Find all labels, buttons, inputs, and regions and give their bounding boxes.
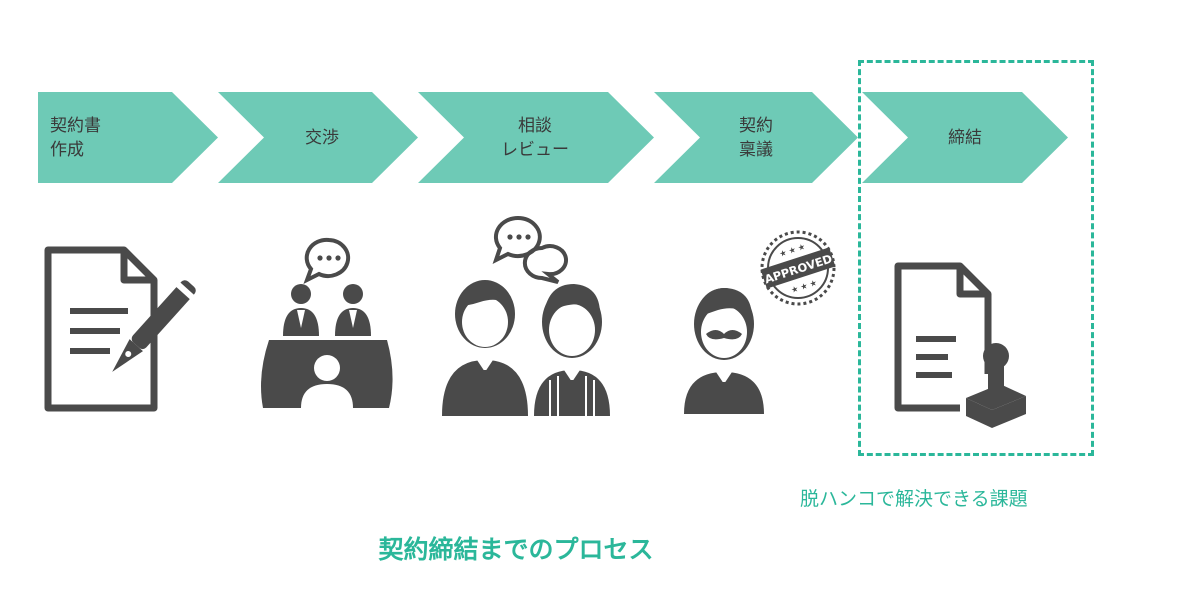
flow-step-4-label-line-2: 稟議 [739,139,773,160]
document-seal-stamp-icon [894,262,1026,428]
flow-step-5-arrow [862,92,1068,183]
flow-step-2-label-line-1: 交渉 [305,127,339,148]
flow-step-4-label: 契約 稟議 [716,92,796,183]
flow-step-2-label: 交渉 [282,92,362,183]
flow-step-1-label: 契約書 作成 [50,92,101,183]
flow-step-5-label: 締結 [925,92,1005,183]
flow-step-3-arrow [418,92,654,183]
flow-step-3-label-line-1: 相談 [518,115,552,136]
negotiation-table-icon [261,237,393,408]
flow-step-4-label-line-1: 契約 [739,115,773,136]
stamp-free-caption: 脱ハンコで解決できる課題 [800,488,1028,510]
approved-stamp: APPROVED ★ ★ ★ ★ ★ ★ [760,230,836,306]
consultation-people-icon [442,215,610,416]
flow-step-4-arrow [654,92,858,183]
approver-approved-stamp-icon: APPROVED ★ ★ ★ ★ ★ ★ [684,230,836,414]
flow-step-5-label-line-1: 締結 [948,127,982,148]
flow-step-1-arrow [38,92,218,183]
flow-step-2-arrow [218,92,418,183]
flow-step-3-label-line-2: レビュー [501,139,569,160]
document-pen-icon [44,246,196,412]
flow-step-1-label-line-2: 作成 [50,139,84,160]
flow-step-1-label-line-1: 契約書 [50,115,101,136]
flow-step-3-label: 相談 レビュー [475,92,595,183]
stamp-free-highlight-box [858,60,1094,456]
process-caption: 契約締結までのプロセス [378,535,654,564]
